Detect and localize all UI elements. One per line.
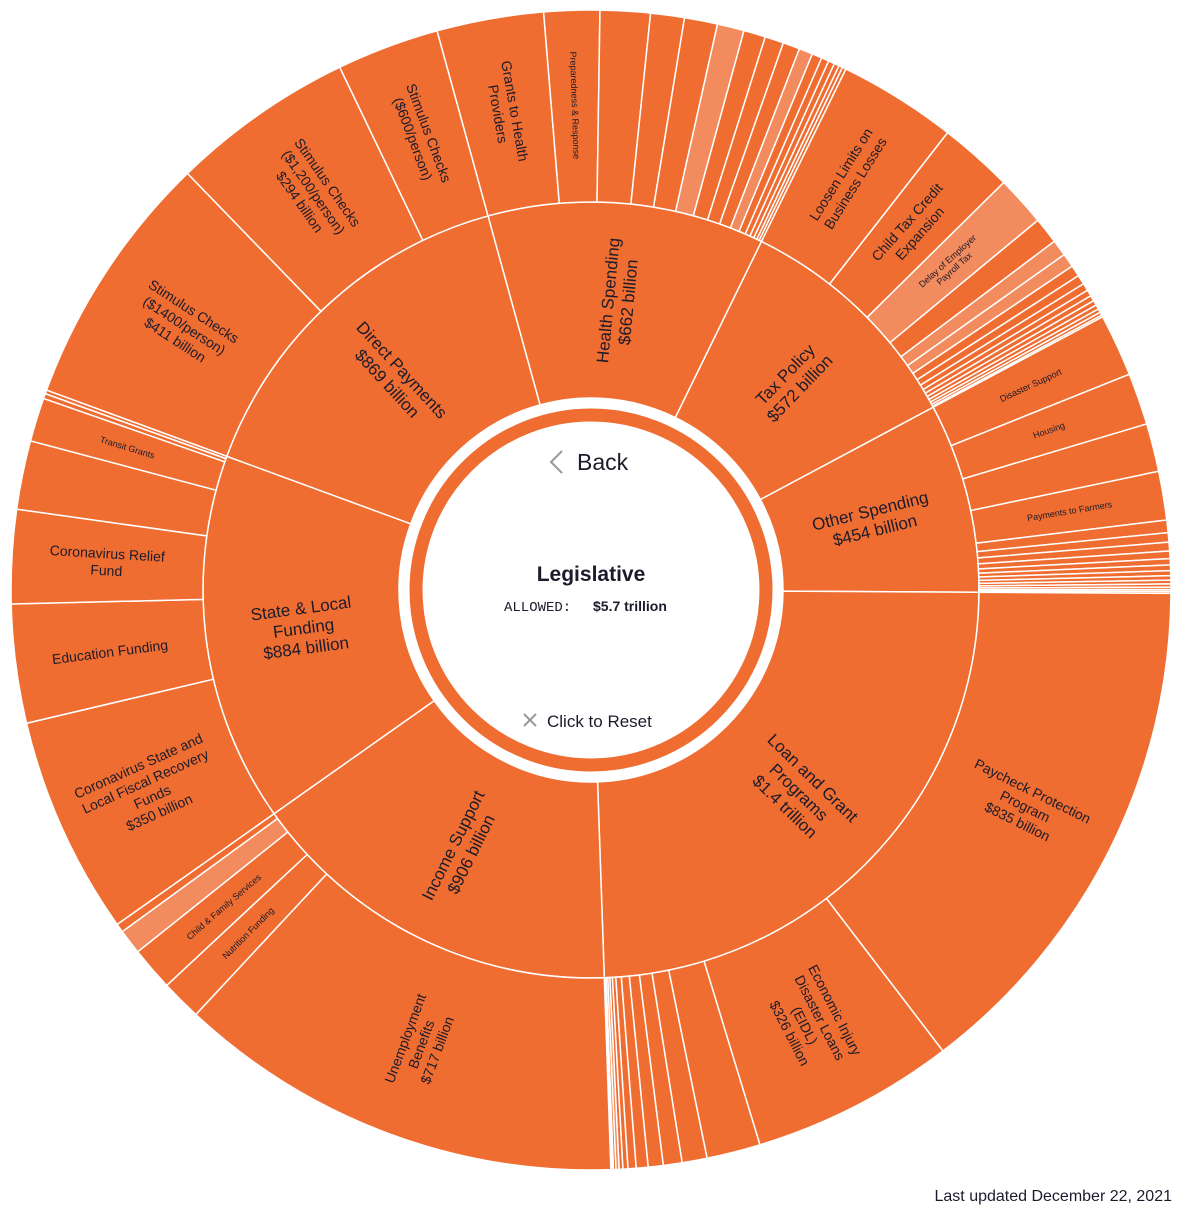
reset-button[interactable]: Click to Reset [523,712,652,731]
subcategory-slice[interactable] [338,29,489,242]
back-label: Back [577,449,629,475]
slices-layer [10,9,1172,1171]
center-ring[interactable] [409,408,773,772]
center-title: Legislative [537,563,646,586]
subcategory-slice[interactable] [825,591,1172,1053]
last-updated: Last updated December 22, 2021 [934,1188,1173,1205]
reset-label: Click to Reset [547,712,652,731]
close-icon [523,713,537,727]
allowed-label: ALLOWED: [504,600,571,616]
chevron-left-icon [549,450,563,474]
allowed-value: $5.7 trillion [593,598,667,614]
back-button[interactable]: Back [549,449,629,475]
center-panel: Back Legislative ALLOWED: $5.7 trillion … [399,398,783,782]
center-disk[interactable] [423,422,759,758]
